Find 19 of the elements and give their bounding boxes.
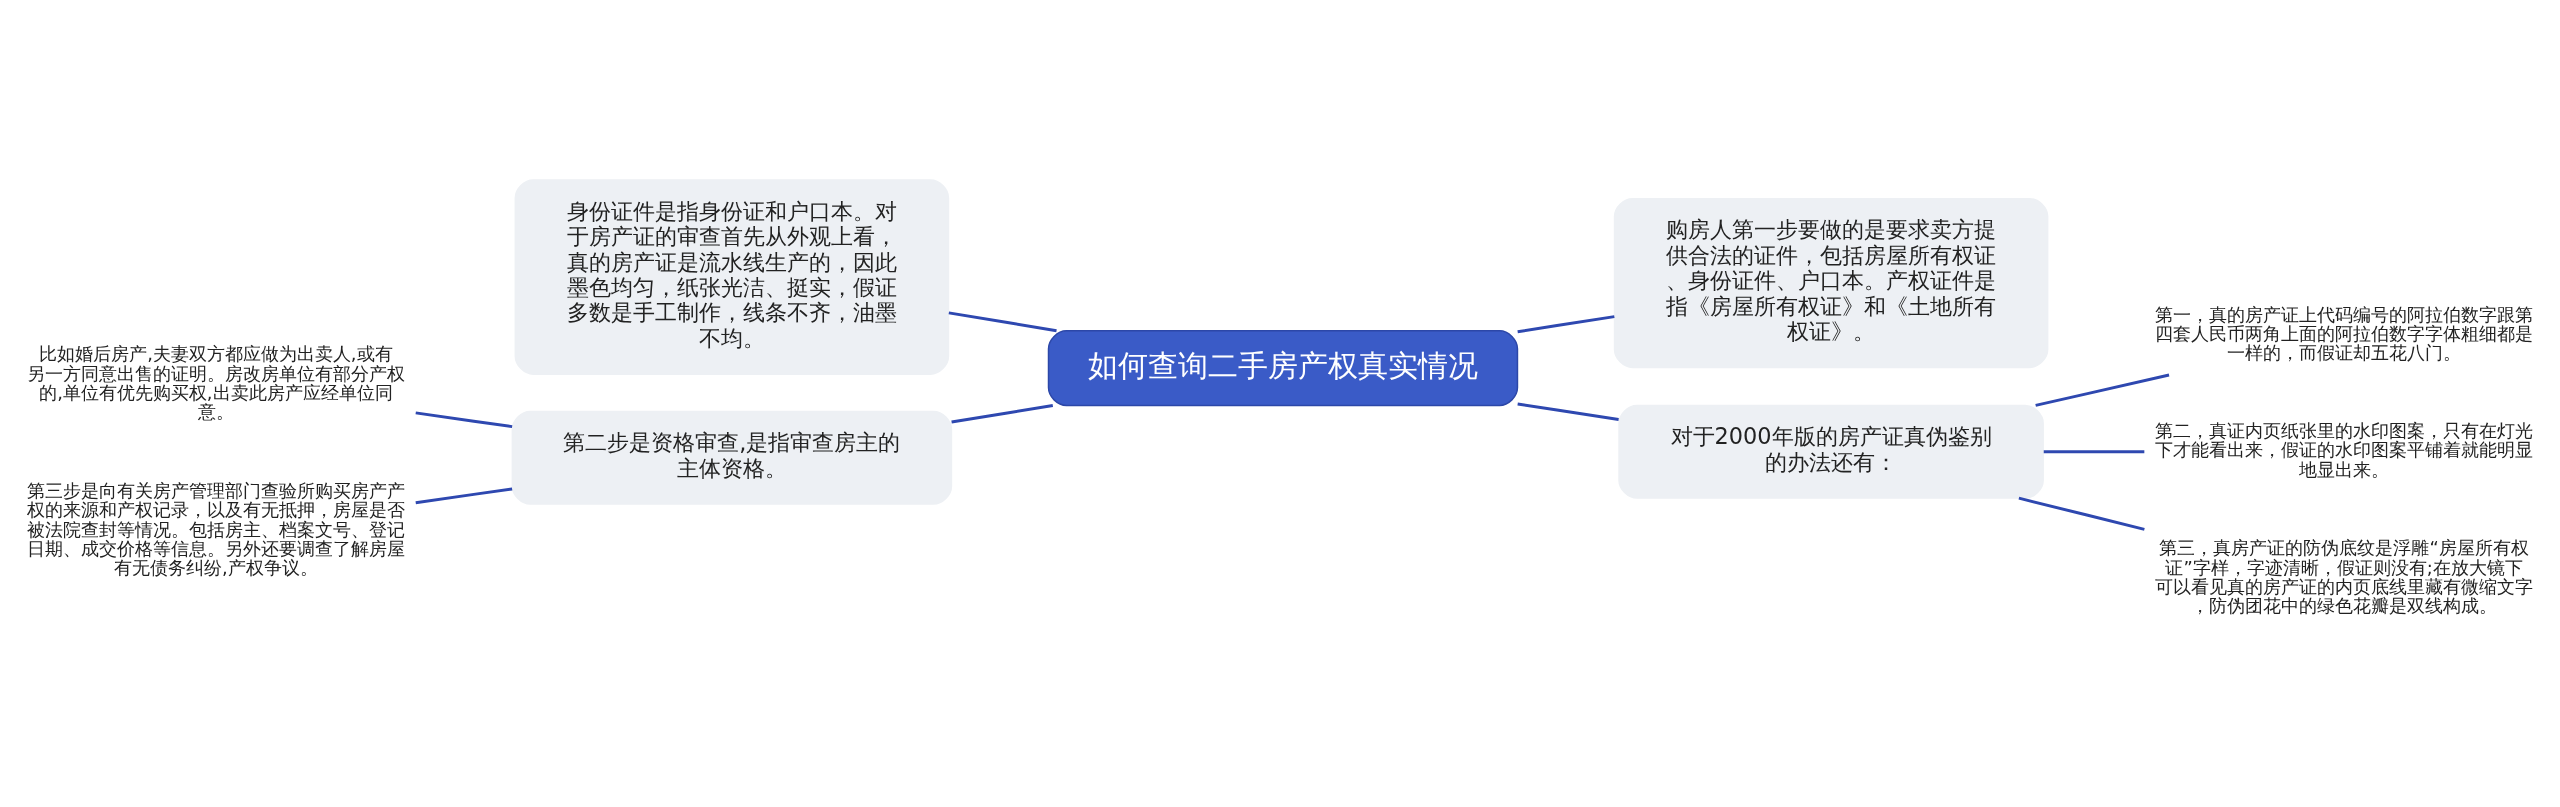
node-text: 比如婚后房产,夫妻双方都应做为出卖人,或有另一方同意出售的证明。房改房单位有部分产权的,单位有优先购买权,出卖此房产应经单位同意。 bbox=[26, 342, 405, 422]
node-box: 如何查询二手房产权真实情况 bbox=[1047, 329, 1519, 406]
node-box: 身份证件是指身份证和户口本。对于房产证的审查首先从外观上看，真的房产证是流水线生产的，因此墨色均匀，纸张光洁、挺实，假证多数是手工制作，线条不齐，油墨不均。 bbox=[514, 178, 950, 375]
connector bbox=[1517, 401, 1619, 421]
node-box: 购房人第一步要做的是要求卖方提供合法的证件，包括房屋所有权证、身份证件、户口本。产权证件是指《房屋所有权证》和《土地所有权证》。 bbox=[1613, 197, 2049, 368]
connector bbox=[2018, 496, 2145, 531]
node-box: 对于2000年版的房产证真伪鉴别的办法还有： bbox=[1618, 404, 2044, 499]
connector bbox=[1517, 314, 1615, 333]
connector bbox=[2035, 373, 2170, 407]
connector bbox=[2043, 449, 2145, 453]
node-text: 第二，真证内页纸张里的水印图案，只有在灯光下才能看出来，假证的水印图案平铺着就能明显地显出来。 bbox=[2155, 419, 2534, 480]
connector bbox=[415, 410, 513, 428]
node-text: 第三步是向有关房产管理部门查验所购买房产产权的来源和产权记录，以及有无抵押，房屋是否被法院查封等情况。包括房主、档案文号、登记日期、成交价格等信息。另外还要调查了解房屋有无债务纠纷,产权争议。 bbox=[26, 479, 405, 578]
node-text: 第一，真的房产证上代码编号的阿拉伯数字跟第四套人民币两角上面的阿拉伯数字字体粗细都是一样的，而假证却五花八门。 bbox=[2155, 303, 2534, 363]
node-box: 第二步是资格审查,是指审查房主的主体资格。 bbox=[511, 410, 953, 505]
connector bbox=[951, 403, 1054, 424]
node-text: 第三，真房产证的防伪底纹是浮雕“房屋所有权证”字样，字迹清晰，假证则没有;在放大镜下可以看见真的房产证的内页底线里藏有微缩文字，防伪团花中的绿色花瓣是双线构成。 bbox=[2155, 536, 2534, 616]
connector bbox=[948, 310, 1057, 332]
connector bbox=[415, 486, 513, 504]
